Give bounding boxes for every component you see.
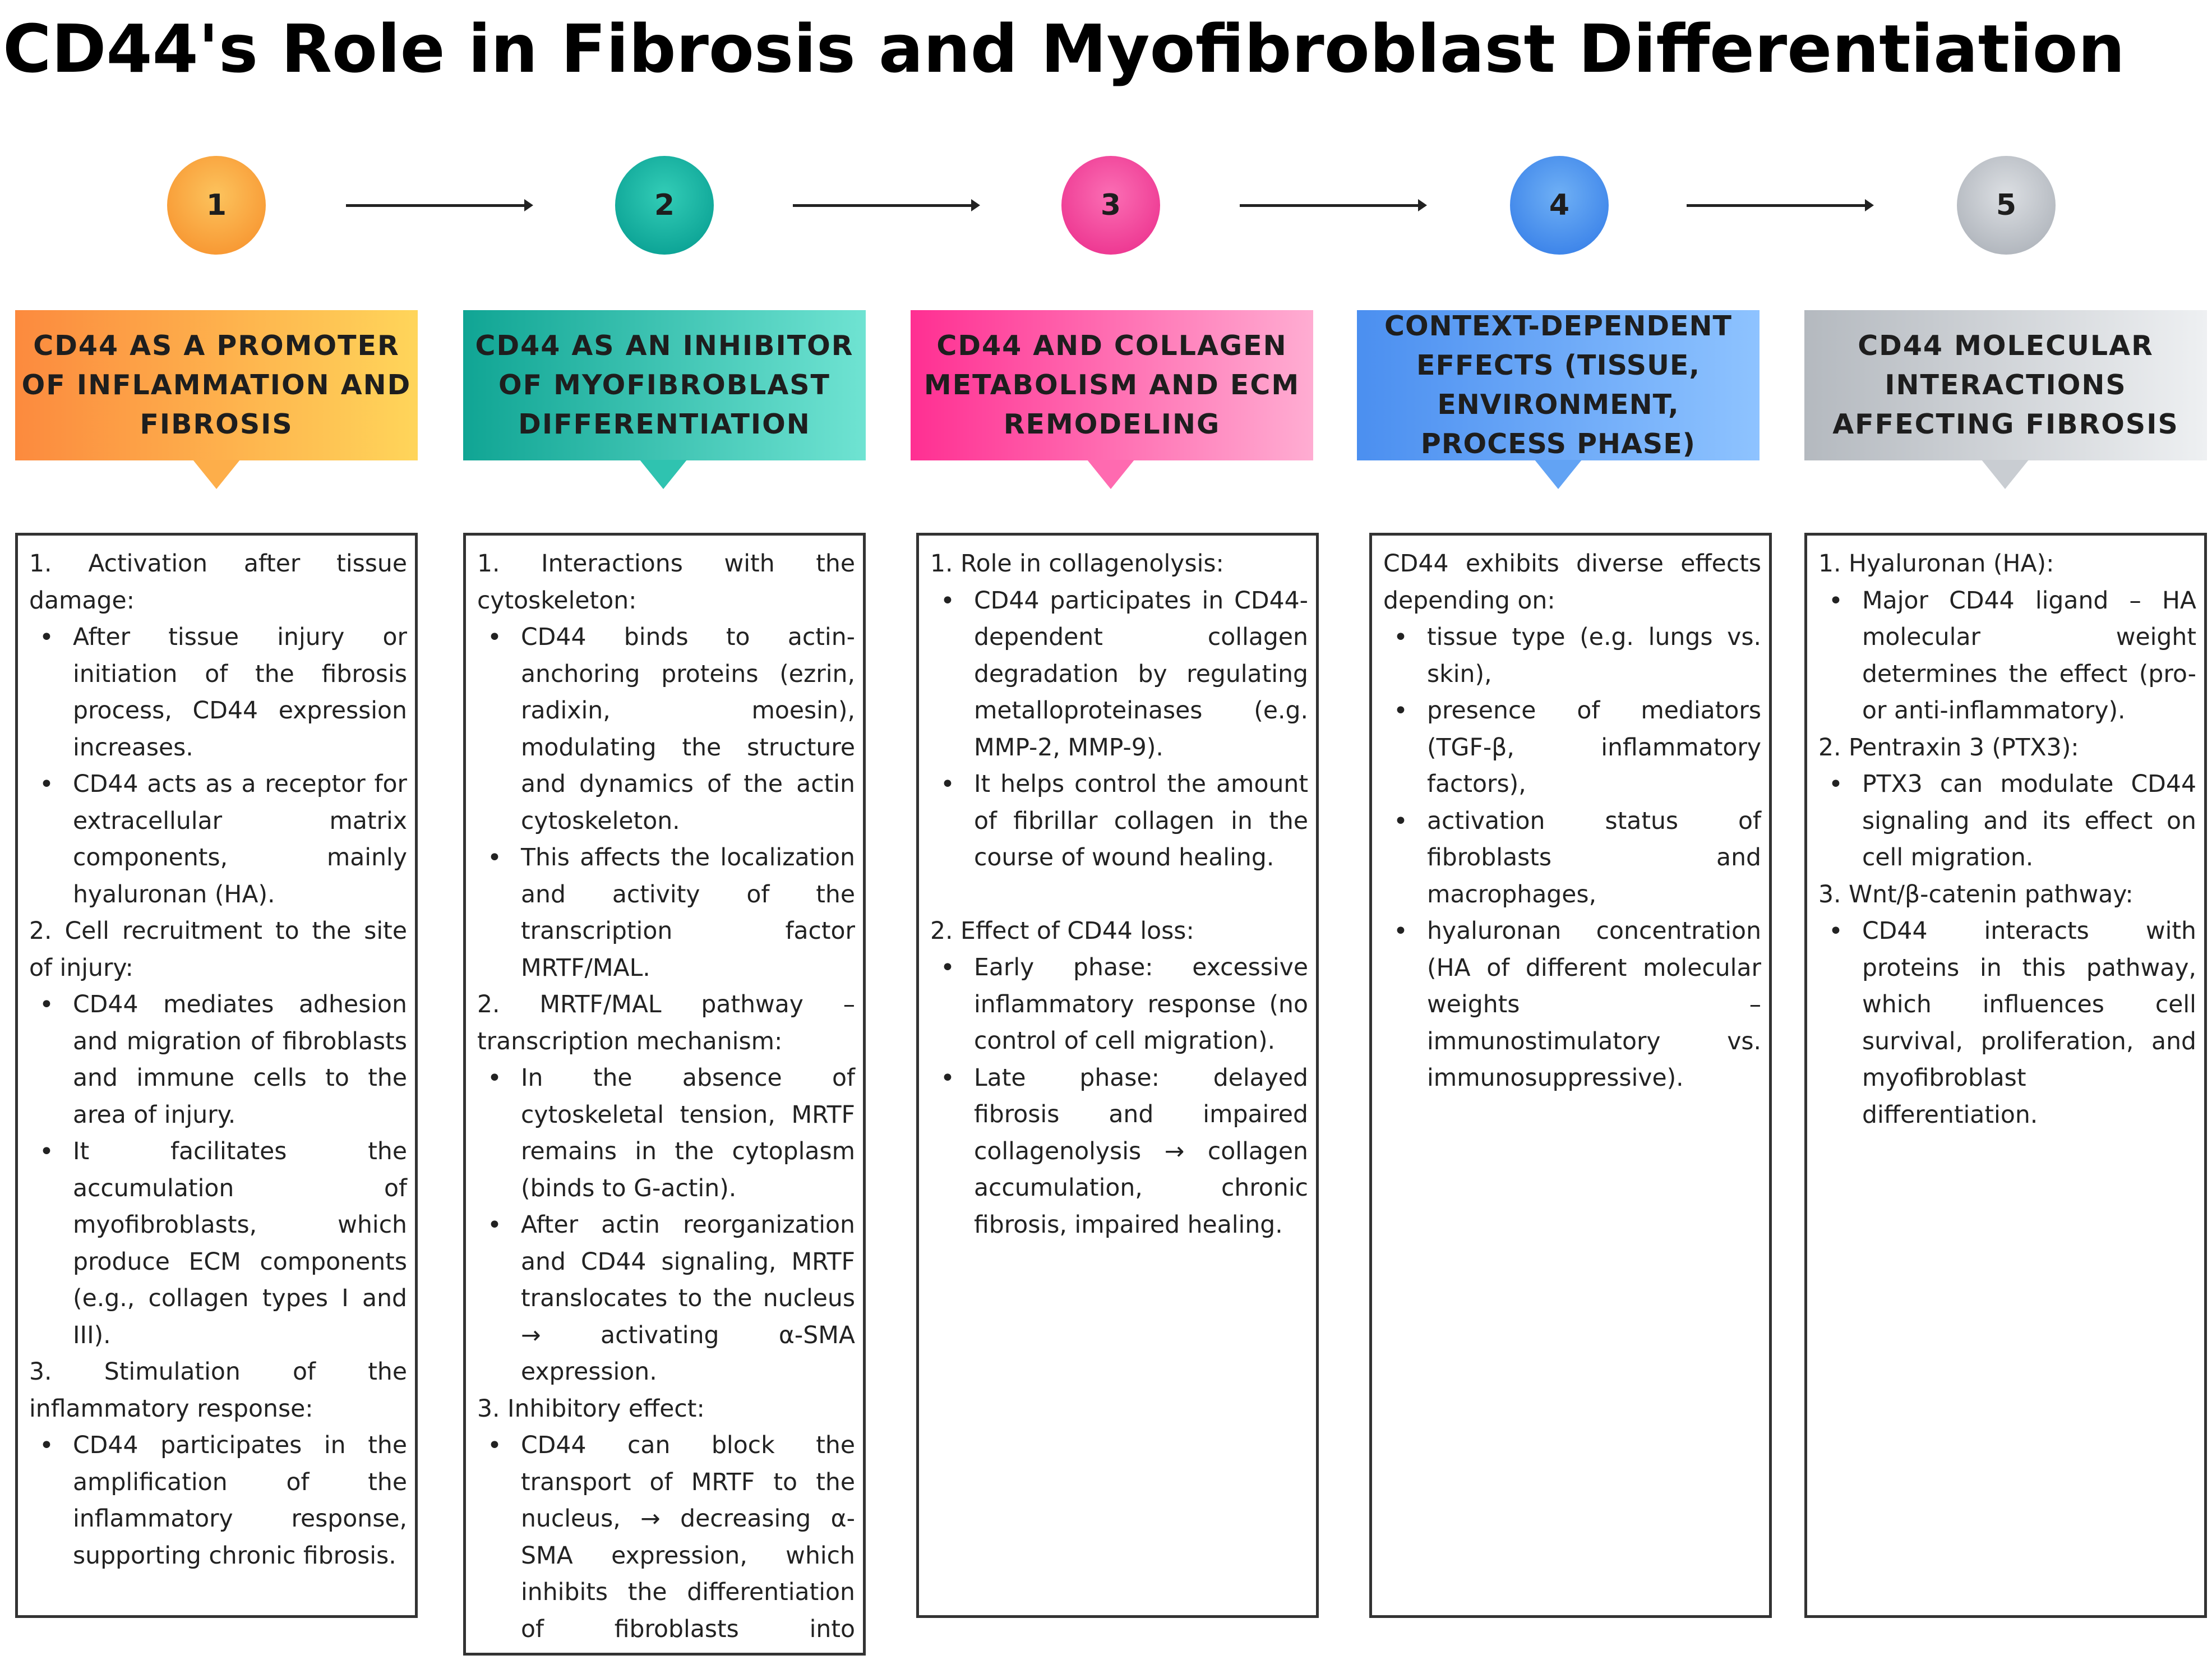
list-item: CD44 participates in the amplification o… bbox=[39, 1427, 407, 1574]
bullet-list: CD44 interacts with proteins in this pat… bbox=[1818, 913, 2196, 1133]
bullet-list: CD44 binds to actin-anchoring proteins (… bbox=[477, 619, 855, 986]
list-item: Early phase: excessive inflammatory resp… bbox=[940, 949, 1308, 1060]
list-item: presence of mediators (TGF-β, inflammato… bbox=[1393, 693, 1761, 803]
list-item: activation status of fibroblasts and mac… bbox=[1393, 803, 1761, 914]
step-5-circle: 5 bbox=[1957, 156, 2056, 255]
arrow-right-icon bbox=[1240, 199, 1427, 211]
list-item: CD44 acts as a receptor for extracellula… bbox=[39, 766, 407, 913]
bullet-list: After tissue injury or initiation of the… bbox=[29, 619, 407, 913]
list-item: In the absence of cytoskeletal tension, … bbox=[487, 1060, 855, 1207]
section-heading: 2. Effect of CD44 loss: bbox=[930, 917, 1194, 945]
list-item: It helps control the amount of fibrillar… bbox=[940, 766, 1308, 877]
arrow-right-icon bbox=[346, 199, 533, 211]
column-header-context: CONTEXT-DEPENDENT EFFECTS (TISSUE, ENVIR… bbox=[1357, 310, 1760, 460]
header-pointer-icon bbox=[1535, 460, 1582, 489]
bullet-list: PTX3 can modulate CD44 signaling and its… bbox=[1818, 766, 2196, 877]
section-heading: 3. Inhibitory effect: bbox=[477, 1395, 705, 1423]
list-item: hyaluronan concentration (HA of differen… bbox=[1393, 913, 1761, 1097]
column-header-molecular: CD44 MOLECULAR INTERACTIONS AFFECTING FI… bbox=[1804, 310, 2207, 460]
column-header-promoter: CD44 AS A PROMOTER OF INFLAMMATION AND F… bbox=[15, 310, 418, 460]
step-4-circle: 4 bbox=[1510, 156, 1609, 255]
section-heading: 2. MRTF/MAL pathway – transcription mech… bbox=[477, 991, 855, 1055]
arrow-right-icon bbox=[793, 199, 980, 211]
step-number: 2 bbox=[654, 188, 675, 222]
section-heading: 3. Wnt/β-catenin pathway: bbox=[1818, 880, 2134, 909]
list-item: It facilitates the accumulation of myofi… bbox=[39, 1133, 407, 1354]
list-item: After tissue injury or initiation of the… bbox=[39, 619, 407, 766]
header-pointer-icon bbox=[1087, 460, 1134, 489]
section-heading: 1. Role in collagenolysis: bbox=[930, 550, 1224, 578]
bullet-list: CD44 can block the transport of MRTF to … bbox=[477, 1427, 855, 1653]
list-item: CD44 can block the transport of MRTF to … bbox=[487, 1427, 855, 1653]
step-1-circle: 1 bbox=[167, 156, 266, 255]
list-item: After actin reorganization and CD44 sign… bbox=[487, 1207, 855, 1391]
section-heading: 1. Interactions with the cytoskeleton: bbox=[477, 550, 855, 615]
section-heading: CD44 exhibits diverse effects depending … bbox=[1383, 550, 1761, 615]
list-item: PTX3 can modulate CD44 signaling and its… bbox=[1828, 766, 2196, 877]
bullet-list: CD44 participates in the amplification o… bbox=[29, 1427, 407, 1574]
step-3-circle: 3 bbox=[1061, 156, 1160, 255]
page-title: CD44's Role in Fibrosis and Myofibroblas… bbox=[3, 10, 2125, 87]
content-box-context: CD44 exhibits diverse effects depending … bbox=[1369, 533, 1772, 1618]
bullet-list: CD44 mediates adhesion and migration of … bbox=[29, 986, 407, 1354]
step-number: 5 bbox=[1996, 188, 2017, 222]
content-box-inhibitor: 1. Interactions with the cytoskeleton: C… bbox=[463, 533, 866, 1656]
section-heading: 2. Cell recruitment to the site of injur… bbox=[29, 918, 407, 982]
content-box-promoter: 1. Activation after tissue damage: After… bbox=[15, 533, 418, 1618]
step-number: 1 bbox=[206, 188, 227, 222]
step-2-circle: 2 bbox=[615, 156, 714, 255]
list-item: Late phase: delayed fibrosis and impaire… bbox=[940, 1060, 1308, 1244]
bullet-list: In the absence of cytoskeletal tension, … bbox=[477, 1060, 855, 1391]
column-header-collagen: CD44 AND COLLAGEN METABOLISM AND ECM REM… bbox=[911, 310, 1313, 460]
content-box-molecular: 1. Hyaluronan (HA): Major CD44 ligand – … bbox=[1804, 533, 2207, 1618]
list-item: Major CD44 ligand – HA molecular weight … bbox=[1828, 583, 2196, 730]
step-number: 4 bbox=[1549, 188, 1570, 222]
arrow-right-icon bbox=[1687, 199, 1874, 211]
header-pointer-icon bbox=[1982, 460, 2029, 489]
list-item: tissue type (e.g. lungs vs. skin), bbox=[1393, 619, 1761, 693]
list-item: CD44 binds to actin-anchoring proteins (… bbox=[487, 619, 855, 840]
content-box-collagen: 1. Role in collagenolysis: CD44 particip… bbox=[916, 533, 1319, 1618]
section-heading: 1. Hyaluronan (HA): bbox=[1818, 550, 2054, 578]
bullet-list: CD44 participates in CD44-dependent coll… bbox=[930, 583, 1308, 877]
bullet-list: Early phase: excessive inflammatory resp… bbox=[930, 949, 1308, 1243]
column-header-inhibitor: CD44 AS AN INHIBITOR OF MYOFIBROBLAST DI… bbox=[463, 310, 866, 460]
bullet-list: Major CD44 ligand – HA molecular weight … bbox=[1818, 583, 2196, 730]
list-item: This affects the localization and activi… bbox=[487, 840, 855, 986]
header-pointer-icon bbox=[640, 460, 687, 489]
section-heading: 1. Activation after tissue damage: bbox=[29, 550, 407, 615]
list-item: CD44 participates in CD44-dependent coll… bbox=[940, 583, 1308, 767]
section-heading: 2. Pentraxin 3 (PTX3): bbox=[1818, 734, 2079, 762]
section-heading: 3. Stimulation of the inflammatory respo… bbox=[29, 1358, 407, 1423]
list-item: CD44 mediates adhesion and migration of … bbox=[39, 986, 407, 1133]
header-pointer-icon bbox=[193, 460, 240, 489]
list-item: CD44 interacts with proteins in this pat… bbox=[1828, 913, 2196, 1133]
step-number: 3 bbox=[1100, 188, 1121, 222]
bullet-list: tissue type (e.g. lungs vs. skin), prese… bbox=[1383, 619, 1761, 1097]
